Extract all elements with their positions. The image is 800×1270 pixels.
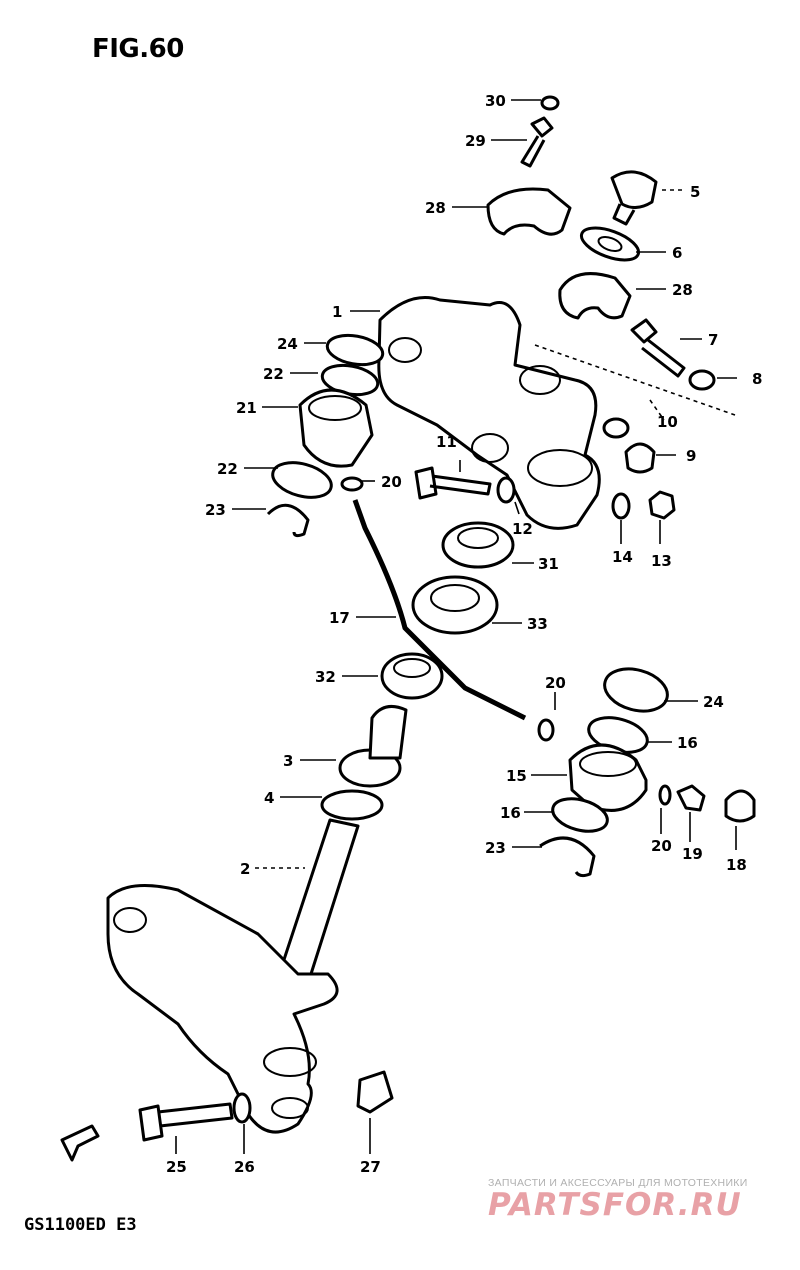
callout-19: 19	[682, 845, 703, 863]
part-28-clamp-upper	[486, 187, 572, 236]
callout-6: 6	[672, 244, 682, 262]
part-2-lower-bracket	[106, 884, 339, 1134]
callout-23-left: 23	[205, 501, 226, 519]
callout-29: 29	[465, 132, 486, 150]
callout-3: 3	[283, 752, 293, 770]
part-31-bearing-nut	[441, 521, 515, 569]
part-4-washer	[320, 789, 384, 821]
part-11-bolt	[414, 466, 492, 500]
callout-23-lower: 23	[485, 839, 506, 857]
part-22-ring-lower	[271, 461, 333, 499]
leader-lines	[175, 99, 737, 1154]
callout-15: 15	[506, 767, 527, 785]
callout-9: 9	[686, 447, 696, 465]
callout-33: 33	[527, 615, 548, 633]
part-14-lock-washer	[611, 492, 631, 520]
front-arrow-icon	[60, 1124, 100, 1162]
part-7-bolt	[630, 318, 686, 378]
part-5-bolt	[610, 170, 658, 226]
part-19-fitting	[676, 784, 706, 812]
part-17-hose	[352, 499, 527, 721]
part-24-ring	[325, 333, 385, 367]
callout-24-right: 24	[703, 693, 724, 711]
callout-16-lower: 16	[500, 804, 521, 822]
callout-12: 12	[512, 520, 533, 538]
stem-thread	[368, 704, 408, 760]
callout-7: 7	[708, 331, 718, 349]
callout-5: 5	[690, 183, 700, 201]
part-16-ring-lower	[551, 797, 609, 833]
callout-4: 4	[264, 789, 274, 807]
callout-labels: 30 29 28 5 6 28 1 7 24 22 8 21 10 9 11 2…	[166, 92, 762, 1176]
part-23-circlip	[266, 503, 310, 538]
part-30-nut	[540, 95, 560, 111]
callout-13: 13	[651, 552, 672, 570]
callout-22-lower: 22	[217, 460, 238, 478]
part-20-oring	[340, 476, 364, 492]
part-20-oring-mid	[537, 718, 555, 742]
callout-11: 11	[436, 433, 457, 451]
part-25-bolt	[138, 1102, 234, 1142]
part-28-clamp-lower	[558, 272, 632, 320]
part-29-bolt	[520, 116, 554, 168]
callout-28-lower: 28	[672, 281, 693, 299]
callout-20-right: 20	[651, 837, 672, 855]
part-10-washer	[602, 417, 630, 439]
part-26-washer	[232, 1092, 252, 1124]
watermark-brand: PARTSFOR.RU	[488, 1187, 742, 1223]
callout-8: 8	[752, 370, 762, 388]
part-27-clip	[356, 1070, 394, 1114]
callout-22: 22	[263, 365, 284, 383]
parts	[60, 95, 756, 1162]
callout-18: 18	[726, 856, 747, 874]
model-code: GS1100ED E3	[24, 1215, 137, 1235]
callout-20-mid: 20	[545, 674, 566, 692]
part-1-top-bracket	[377, 296, 601, 530]
callout-28-upper: 28	[425, 199, 446, 217]
callout-20-left: 20	[381, 473, 402, 491]
part-23-circlip-lower	[539, 836, 596, 878]
callout-26: 26	[234, 1158, 255, 1176]
callout-10: 10	[657, 413, 678, 431]
part-12-washer	[496, 476, 516, 504]
callout-1: 1	[332, 303, 342, 321]
part-6-washer	[579, 226, 641, 262]
part-9-cap-nut	[624, 442, 656, 474]
callout-17: 17	[329, 609, 350, 627]
part-21-holder	[298, 388, 374, 468]
part-18-cap	[724, 789, 756, 823]
part-24-ring-right	[603, 667, 669, 713]
callout-24: 24	[277, 335, 298, 353]
callout-25: 25	[166, 1158, 187, 1176]
figure-title: FIG.60	[92, 34, 184, 64]
callout-21: 21	[236, 399, 257, 417]
part-20-oring-right	[658, 784, 672, 806]
part-8-washer	[688, 369, 716, 391]
callout-16: 16	[677, 734, 698, 752]
callout-2: 2	[240, 860, 250, 878]
callout-31: 31	[538, 555, 559, 573]
callout-27: 27	[360, 1158, 381, 1176]
callout-30: 30	[485, 92, 506, 110]
callout-32: 32	[315, 668, 336, 686]
part-13-nut	[648, 490, 676, 520]
callout-14: 14	[612, 548, 633, 566]
watermark-tagline: ЗАПЧАСТИ И АКСЕССУАРЫ ДЛЯ МОТОТЕХНИКИ	[488, 1177, 748, 1189]
